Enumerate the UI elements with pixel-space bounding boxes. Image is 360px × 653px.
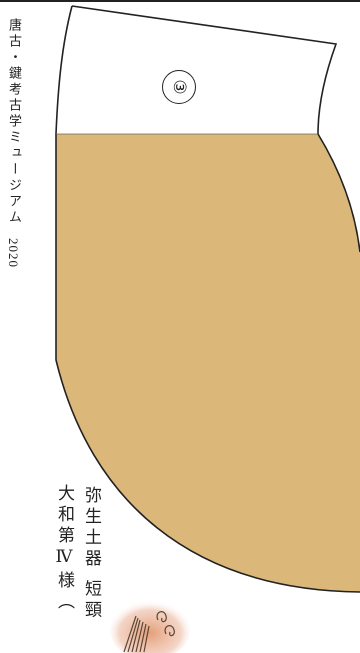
pottery-fragment-icon (110, 600, 190, 653)
vessel-inner-edge (55, 5, 360, 593)
museum-name: 唐古・鍵考古学ミュージアム (6, 18, 21, 226)
vessel-outline (71, 5, 360, 253)
vessel-upper-band (56, 6, 336, 134)
section-number-badge: ③ (162, 70, 196, 104)
vessel-fill-band (56, 134, 360, 592)
caption-style: 大和第Ⅳ様（ (54, 484, 74, 613)
museum-credit: 唐古・鍵考古学ミュージアム 2020 (4, 18, 23, 268)
top-rule (0, 0, 360, 2)
caption-period: 弥生土器 短頸 (81, 486, 101, 622)
credit-year: 2020 (6, 238, 21, 268)
